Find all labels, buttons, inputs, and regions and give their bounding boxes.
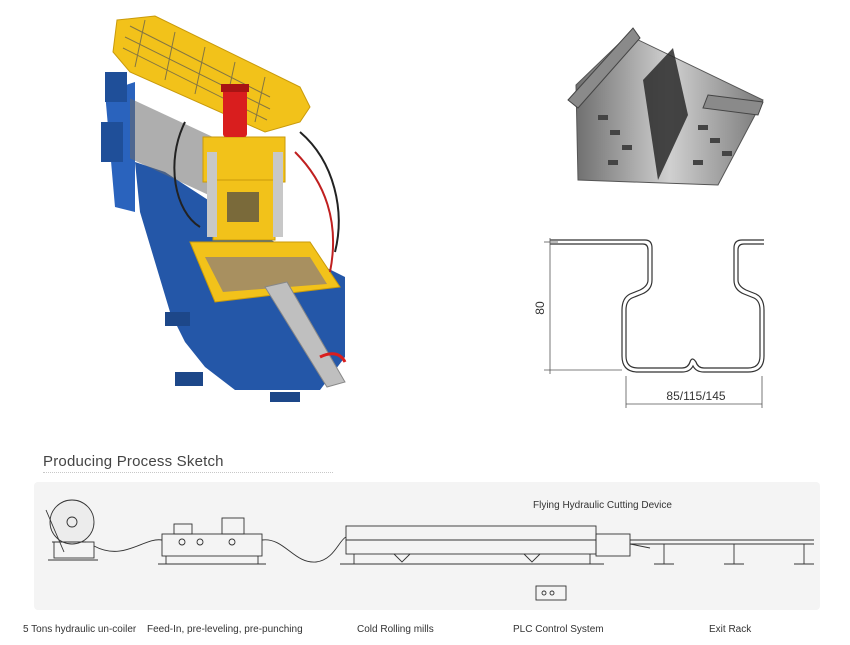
profile-photo <box>567 27 764 186</box>
rolling-mill-illustration <box>340 525 604 565</box>
caption-uncoiler: 5 Tons hydraulic un-coiler <box>23 624 137 635</box>
caption-feed: Feed-In, pre-leveling, pre-punching <box>147 624 303 635</box>
caption-rolling: Cold Rolling mills <box>357 624 434 635</box>
plc-box-illustration <box>535 585 567 601</box>
section-title: Producing Process Sketch <box>43 453 224 470</box>
width-dimension-label: 85/115/145 <box>666 389 725 403</box>
feed-station-illustration <box>158 517 266 565</box>
guard-cage <box>112 15 311 133</box>
profile-drawing: 80 85/115/145 <box>533 238 765 408</box>
machine-photo <box>101 15 347 402</box>
caption-exit: Exit Rack <box>709 624 752 635</box>
caption-plc: PLC Control System <box>513 624 604 635</box>
steel-strip <box>93 536 347 563</box>
profile-outline <box>550 239 764 369</box>
uncoiler-illustration <box>45 499 98 561</box>
hydraulic-cylinder <box>223 87 247 137</box>
cutter-label: Flying Hydraulic Cutting Device <box>533 500 672 511</box>
exit-rack-illustration <box>630 539 814 565</box>
process-panel <box>34 482 820 610</box>
cutter-illustration <box>595 533 651 557</box>
title-divider <box>43 472 333 473</box>
process-sketch <box>45 499 814 601</box>
height-dimension-label: 80 <box>533 301 547 315</box>
formed-profile <box>264 281 346 388</box>
